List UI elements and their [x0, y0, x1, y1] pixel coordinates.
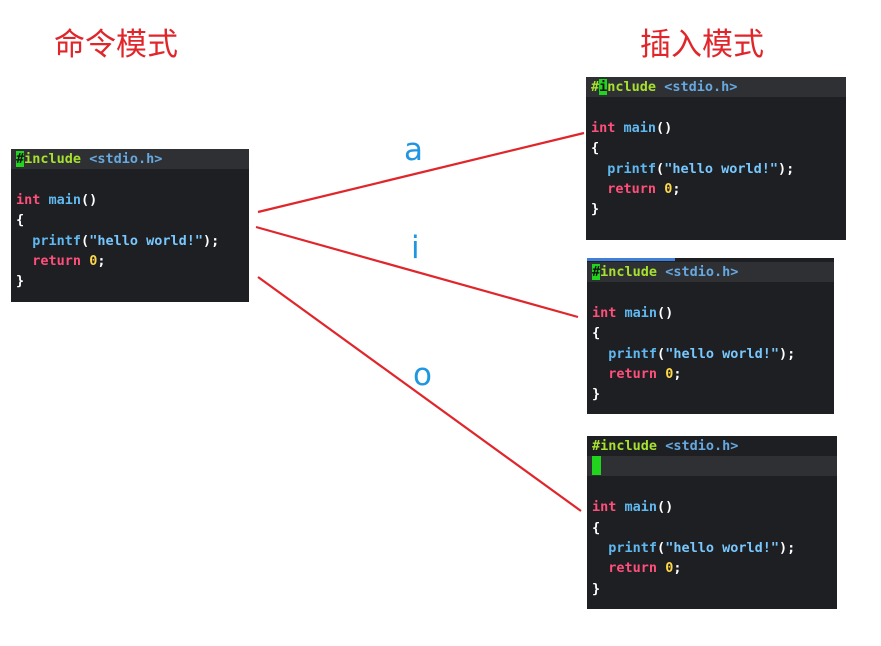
code-line-main: int main()	[592, 497, 837, 517]
code-semi: ;	[673, 560, 682, 576]
code-line-close-brace: }	[592, 384, 834, 404]
code-line-printf: printf("hello world!");	[607, 161, 795, 177]
code-line-include: #include <stdio.h>	[587, 262, 834, 283]
code-line-open-brace: {	[592, 323, 834, 343]
code-semi: ;	[672, 181, 681, 197]
code-call: printf	[607, 161, 657, 177]
code-line-printf: printf("hello world!");	[608, 540, 796, 556]
code-line-include: #include <stdio.h>	[586, 77, 846, 98]
insert-mode-editor-i: #include <stdio.h> int main() { printf("…	[587, 258, 834, 414]
code-line-main: int main()	[591, 118, 846, 138]
code-func: main	[623, 120, 657, 136]
code-parens: ()	[81, 192, 98, 208]
code-type: int	[592, 499, 617, 515]
code-line-main: int main()	[592, 303, 834, 323]
code-parens: ()	[657, 305, 674, 321]
code-parens: ()	[657, 499, 674, 515]
insert-mode-title: 插入模式	[640, 27, 764, 63]
insert-mode-editor-o: #include <stdio.h> int main() { printf("…	[587, 436, 837, 609]
code-zero: 0	[665, 366, 674, 382]
insert-mode-editor-a: #include <stdio.h> int main() { printf("…	[586, 77, 846, 240]
code-call: printf	[32, 233, 82, 249]
code-open-brace: {	[591, 140, 600, 156]
code-close-brace: }	[591, 201, 600, 217]
connector-o	[257, 276, 582, 512]
code-zero: 0	[665, 560, 674, 576]
code-return: return	[608, 560, 658, 576]
code-open-brace: {	[592, 325, 601, 341]
code-line-close-brace: }	[16, 271, 249, 291]
code-func: main	[624, 499, 658, 515]
command-mode-editor: #include <stdio.h> int main() { printf("…	[11, 149, 249, 302]
code-open-brace: {	[16, 212, 25, 228]
code-zero: 0	[664, 181, 673, 197]
code-string: "hello world!"	[89, 233, 203, 249]
code-string: "hello world!"	[665, 346, 779, 362]
code-header: <stdio.h>	[89, 151, 163, 167]
tab-indicator	[587, 258, 675, 261]
code-close-brace: }	[592, 386, 601, 402]
code-line-include: #include <stdio.h>	[592, 436, 837, 456]
code-close-brace: }	[16, 273, 25, 289]
code-line-return: return 0;	[591, 179, 846, 199]
cursor	[592, 456, 601, 475]
code-header: <stdio.h>	[665, 438, 739, 454]
code-line-main: int main()	[16, 190, 249, 210]
code-zero: 0	[89, 253, 98, 269]
code-line-open-brace: {	[591, 138, 846, 158]
code-string: "hello world!"	[664, 161, 778, 177]
code-line-printf: printf("hello world!");	[32, 233, 220, 249]
code-semi: ;	[97, 253, 106, 269]
code-line-new-empty	[587, 456, 837, 477]
code-line-include: #include <stdio.h>	[11, 149, 249, 170]
code-return: return	[32, 253, 82, 269]
key-label-o: o	[413, 357, 432, 393]
key-label-a: a	[404, 132, 423, 168]
code-include-keyword: include	[24, 151, 82, 167]
code-line-printf: printf("hello world!");	[608, 346, 796, 362]
code-line-open-brace: {	[592, 518, 837, 538]
code-return: return	[607, 181, 657, 197]
code-close-brace: }	[592, 581, 601, 597]
code-header: <stdio.h>	[665, 264, 739, 280]
command-mode-title: 命令模式	[54, 27, 178, 63]
code-include-keyword: include	[600, 264, 658, 280]
code-include-keyword: include	[600, 438, 658, 454]
code-hash: #	[592, 438, 601, 454]
code-call: printf	[608, 540, 658, 556]
code-call: printf	[608, 346, 658, 362]
code-hash: #	[591, 79, 600, 95]
cursor: #	[592, 264, 601, 280]
code-line-return: return 0;	[592, 364, 834, 384]
code-line-close-brace: }	[592, 579, 837, 599]
code-string: "hello world!"	[665, 540, 779, 556]
code-line-open-brace: {	[16, 210, 249, 230]
code-type: int	[591, 120, 616, 136]
code-semi: ;	[673, 366, 682, 382]
cursor: #	[16, 151, 25, 167]
code-type: int	[16, 192, 41, 208]
code-header: <stdio.h>	[664, 79, 738, 95]
code-return: return	[608, 366, 658, 382]
code-line-close-brace: }	[591, 199, 846, 219]
code-line-return: return 0;	[592, 558, 837, 578]
code-open-brace: {	[592, 520, 601, 536]
key-label-i: i	[411, 230, 420, 266]
code-func: main	[48, 192, 82, 208]
code-line-return: return 0;	[16, 251, 249, 271]
code-func: main	[624, 305, 658, 321]
code-parens: ()	[656, 120, 673, 136]
code-type: int	[592, 305, 617, 321]
